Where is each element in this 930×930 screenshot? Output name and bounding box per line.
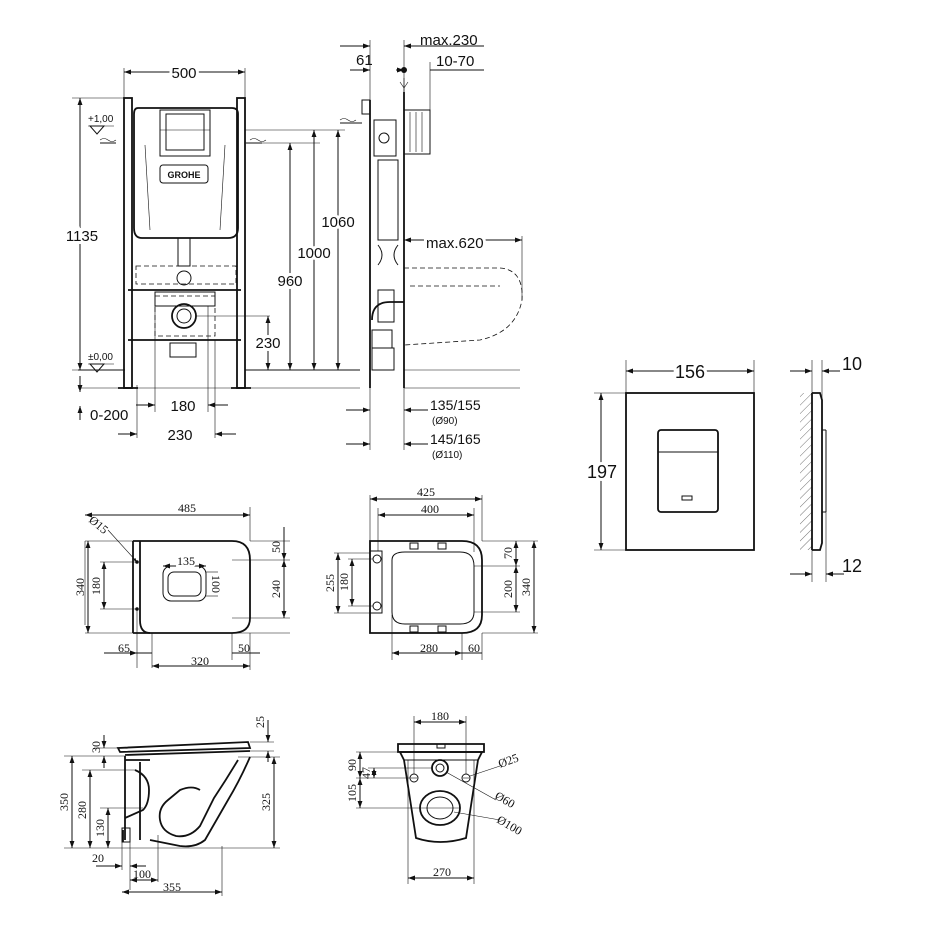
bowl-dim-50-top: 50: [269, 541, 283, 553]
rear-dim-90: 90: [345, 759, 359, 771]
side-dim-280: 280: [75, 801, 89, 819]
bowl-dim-o15: Ø15: [86, 513, 111, 537]
plate-depth-10: 10: [842, 354, 862, 374]
side-dim-30: 30: [89, 741, 103, 753]
dim-230-width: 230: [167, 427, 192, 444]
side-dim-350: 350: [57, 793, 71, 811]
dim-0-200: 0-200: [90, 407, 128, 424]
plate-width-156: 156: [675, 362, 705, 382]
seat-dim-425: 425: [417, 485, 435, 499]
dim-135-155: 135/155: [430, 397, 481, 413]
plate-height-197: 197: [587, 462, 617, 482]
rear-dim-o60: Ø60: [493, 788, 518, 810]
grohe-logo: GROHE: [167, 170, 200, 180]
dim-10-70: 10-70: [436, 53, 474, 70]
frame-front-view: GROHE 500 1135 +1,00: [63, 62, 360, 444]
seat-dim-255: 255: [323, 574, 337, 592]
dim-1000: 1000: [297, 245, 330, 262]
bowl-dim-135: 135: [177, 554, 195, 568]
bowl-dim-50-bottom: 50: [238, 641, 250, 655]
seat-top-view: 425 400 255 180 70 200 340 280 60: [323, 485, 538, 660]
dim-1060: 1060: [321, 214, 354, 231]
dim-960: 960: [277, 273, 302, 290]
bowl-dim-240: 240: [269, 580, 283, 598]
bowl-dim-320: 320: [191, 654, 209, 668]
dim-width-500: 500: [171, 65, 196, 82]
seat-dim-180: 180: [337, 573, 351, 591]
seat-dim-400: 400: [421, 502, 439, 516]
dim-max-230: max.230: [420, 32, 478, 49]
seat-dim-70: 70: [501, 547, 515, 559]
bowl-dim-485: 485: [178, 501, 196, 515]
rear-dim-105: 105: [345, 784, 359, 802]
level-plus-1: +1,00: [88, 114, 114, 125]
side-dim-325: 325: [259, 793, 273, 811]
side-dim-355: 355: [163, 880, 181, 894]
rear-dim-180: 180: [431, 709, 449, 723]
side-dim-25: 25: [253, 716, 267, 728]
bowl-rear-view: 180 90 47 105 Ø25 Ø60 Ø100 270: [345, 709, 525, 884]
seat-dim-60: 60: [468, 641, 480, 655]
dim-o110: (Ø110): [432, 450, 462, 461]
dim-max-620: max.620: [426, 235, 484, 252]
side-dim-100: 100: [133, 867, 151, 881]
rear-dim-o25: Ø25: [496, 751, 520, 771]
flush-plate-side: 10 12: [790, 354, 862, 582]
side-dim-130: 130: [93, 819, 107, 837]
seat-dim-280: 280: [420, 641, 438, 655]
rear-dim-270: 270: [433, 865, 451, 879]
bowl-dim-180: 180: [89, 577, 103, 595]
bowl-side-section: 25 30 350 280 130 325 20 100: [57, 716, 280, 896]
rear-dim-o100: Ø100: [495, 812, 525, 837]
rear-dim-47: 47: [359, 767, 373, 779]
bowl-dim-65: 65: [118, 641, 130, 655]
dim-145-165: 145/165: [430, 431, 481, 447]
seat-dim-340: 340: [519, 578, 533, 596]
dim-o90: (Ø90): [432, 416, 458, 427]
bowl-top-view: 485 Ø15 135 100 340 180 50 240 65: [73, 501, 290, 670]
dim-height-1135: 1135: [66, 228, 98, 245]
seat-dim-200: 200: [501, 580, 515, 598]
bowl-dim-340: 340: [73, 578, 87, 596]
dim-230-height: 230: [255, 335, 280, 352]
frame-side-view: max.230 61 10-70 max.620 135/155 (Ø90) 1…: [339, 32, 523, 461]
plate-depth-12: 12: [842, 556, 862, 576]
dim-61: 61: [356, 52, 373, 69]
flush-plate-front: 156 197: [584, 359, 755, 551]
bowl-dim-100: 100: [209, 575, 223, 593]
level-zero: ±0,00: [88, 352, 113, 363]
side-dim-20: 20: [92, 851, 104, 865]
dim-180: 180: [170, 398, 195, 415]
